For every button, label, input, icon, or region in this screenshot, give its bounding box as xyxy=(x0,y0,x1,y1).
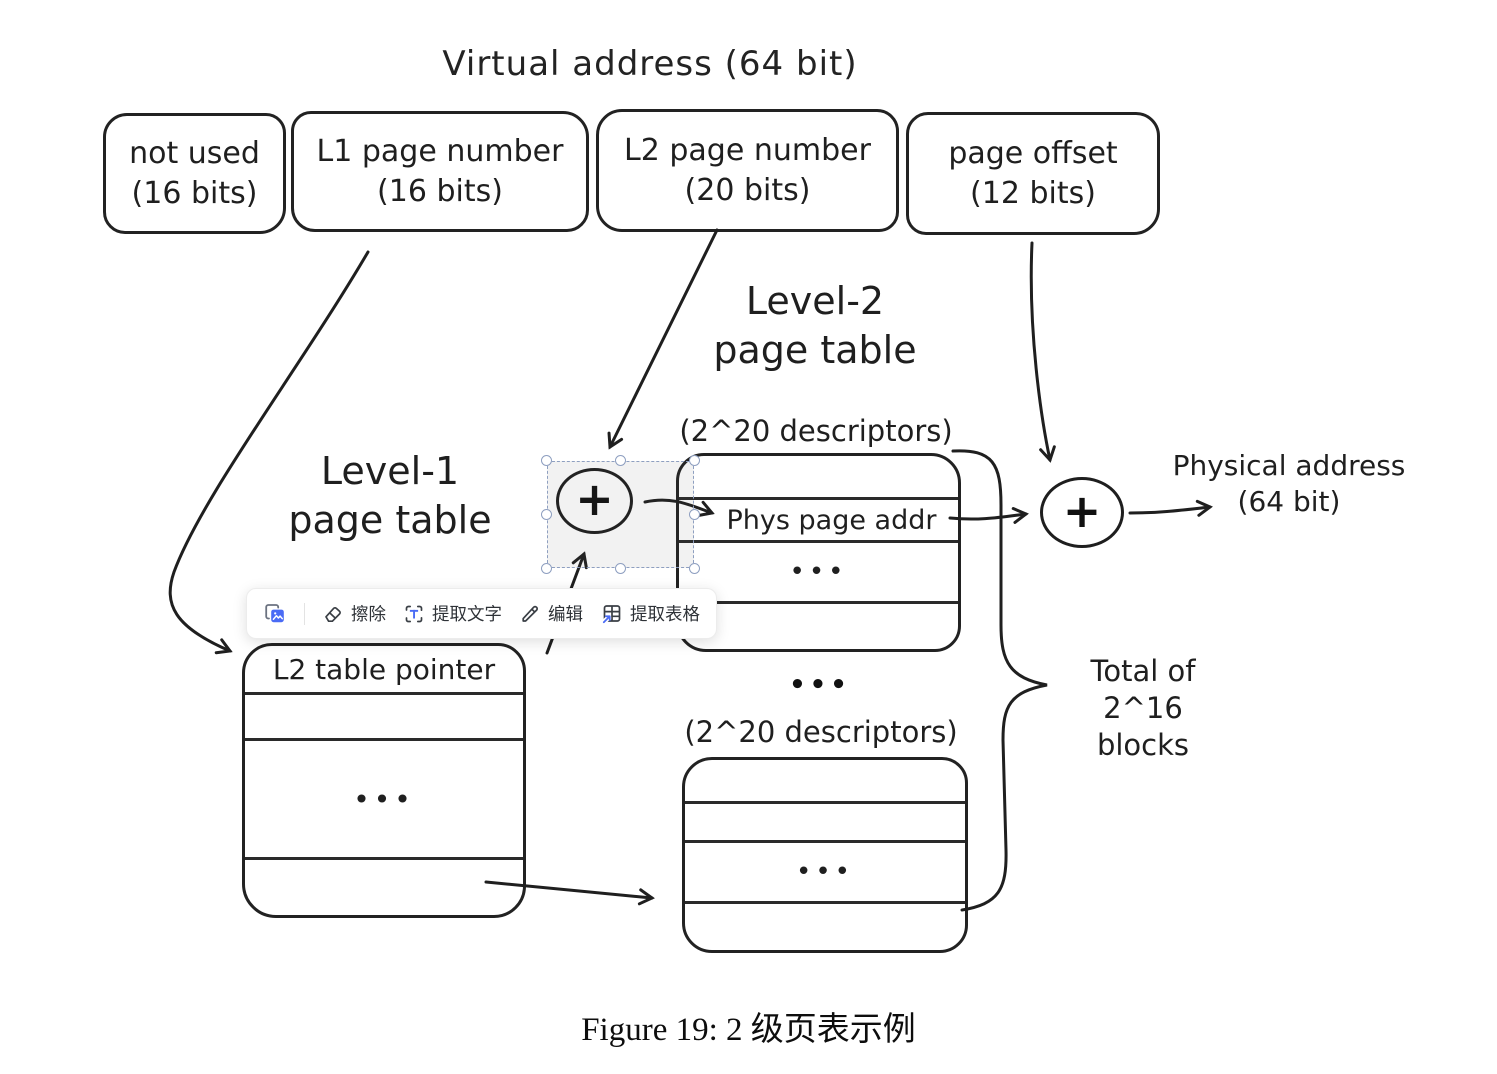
table-row xyxy=(245,860,523,915)
selection-handle-nw[interactable] xyxy=(541,455,552,466)
row-divider xyxy=(245,857,523,860)
row-divider xyxy=(685,801,965,804)
extract-table-button[interactable]: 提取表格 xyxy=(600,601,700,626)
va-field-page-offset: page offset (12 bits) xyxy=(906,112,1160,235)
arrow-phys-row-to-adder2 xyxy=(948,507,1029,524)
lower-l2-page-table: ••• xyxy=(682,757,968,953)
image-toolbar: 擦除 提取文字 编辑 xyxy=(246,588,717,639)
erase-button[interactable]: 擦除 xyxy=(322,601,386,626)
table-row xyxy=(679,604,958,649)
selection-handle-e[interactable] xyxy=(689,509,700,520)
extract-table-icon xyxy=(600,602,623,625)
extract-text-icon xyxy=(403,603,425,625)
between-tables-ellipsis: ••• xyxy=(789,670,851,700)
pencil-icon xyxy=(519,603,541,625)
toolbar-label: 提取表格 xyxy=(630,605,700,625)
table-row xyxy=(679,456,958,497)
extract-text-button[interactable]: 提取文字 xyxy=(403,601,502,626)
phys-page-addr-row: Phys page addr xyxy=(726,504,937,536)
row-divider xyxy=(679,601,958,604)
image-selection-box[interactable] xyxy=(541,455,700,574)
toolbar-label: 提取文字 xyxy=(432,605,502,625)
physical-address-label: Physical address (64 bit) xyxy=(1172,449,1406,518)
selection-handle-n[interactable] xyxy=(615,455,626,466)
table-row xyxy=(685,904,965,950)
adder-circle-1: + xyxy=(556,468,633,534)
ellipsis-row: ••• xyxy=(789,557,848,587)
va-field-l1-page-number: L1 page number (16 bits) xyxy=(291,111,589,232)
copy-as-image-button[interactable] xyxy=(263,602,287,626)
va-field-bits: (12 bits) xyxy=(970,175,1096,211)
table-row xyxy=(685,760,965,801)
figure-caption: Figure 19: 2 级页表示例 xyxy=(581,1012,916,1048)
selection-handle-se[interactable] xyxy=(689,563,700,574)
selection-handle-w[interactable] xyxy=(541,509,552,520)
va-field-name: L2 page number xyxy=(624,132,871,168)
selection-handle-sw[interactable] xyxy=(541,563,552,574)
upper-l2-page-table: Phys page addr ••• xyxy=(676,453,961,652)
upper-descriptors-label: (2^20 descriptors) xyxy=(679,414,953,448)
va-field-bits: (16 bits) xyxy=(377,173,503,209)
row-divider xyxy=(679,497,958,500)
table-row xyxy=(245,695,523,738)
toolbar-label: 擦除 xyxy=(351,605,386,625)
l2-table-pointer-row: L2 table pointer xyxy=(272,652,496,686)
va-field-name: not used xyxy=(129,135,260,171)
diagram-title: Virtual address (64 bit) xyxy=(442,44,858,84)
level1-table: L2 table pointer ••• xyxy=(242,643,526,918)
row-divider xyxy=(245,738,523,741)
adder-circle-2: + xyxy=(1040,477,1124,548)
table-row xyxy=(685,804,965,840)
total-blocks-label: Total of 2^16 blocks xyxy=(1090,654,1196,763)
row-divider xyxy=(685,901,965,904)
toolbar-divider xyxy=(304,602,305,625)
arrow-offset-to-adder2 xyxy=(1029,241,1056,463)
va-field-bits: (16 bits) xyxy=(131,175,258,211)
va-field-bits: (20 bits) xyxy=(684,172,811,208)
row-divider xyxy=(245,692,523,695)
selection-handle-ne[interactable] xyxy=(689,455,700,466)
eraser-icon xyxy=(322,603,344,625)
va-field-l2-page-number: L2 page number (20 bits) xyxy=(596,109,899,232)
va-field-name: page offset xyxy=(948,135,1118,171)
row-divider xyxy=(685,840,965,843)
copy-as-image-icon xyxy=(263,602,287,626)
level2-page-table-label: Level-2 page table xyxy=(713,279,917,372)
va-field-not-used: not used (16 bits) xyxy=(103,113,286,234)
toolbar-label: 编辑 xyxy=(548,605,583,625)
va-field-name: L1 page number xyxy=(316,133,564,169)
selection-handle-s[interactable] xyxy=(615,563,626,574)
ellipsis-row: ••• xyxy=(795,857,854,887)
edit-button[interactable]: 编辑 xyxy=(519,601,583,626)
lower-descriptors-label: (2^20 descriptors) xyxy=(684,715,958,749)
row-divider xyxy=(679,540,958,543)
level1-page-table-label: Level-1 page table xyxy=(288,449,492,542)
ellipsis-row: ••• xyxy=(353,782,415,816)
